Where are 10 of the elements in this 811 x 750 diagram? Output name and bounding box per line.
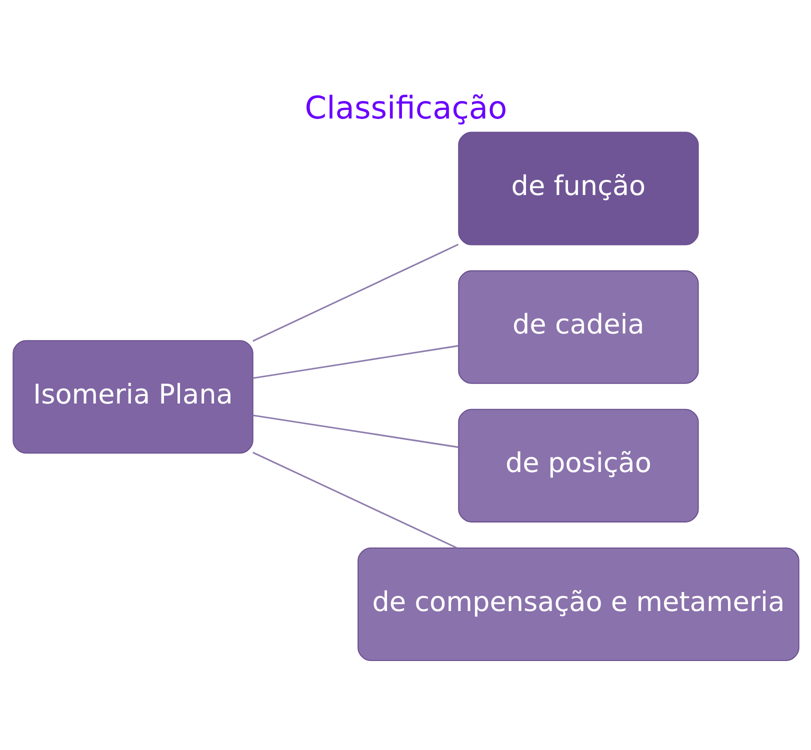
node-box: de função xyxy=(458,132,698,246)
connector xyxy=(252,345,458,379)
connector xyxy=(252,414,458,448)
node-box: de compensação e metameria xyxy=(357,547,799,662)
connector xyxy=(252,452,457,548)
node-box: de posição xyxy=(458,408,698,522)
node-box: de cadeia xyxy=(458,270,698,384)
node-box: Isomeria Plana xyxy=(12,340,253,454)
connector xyxy=(252,244,458,342)
diagram-title: Classificação xyxy=(304,90,507,127)
